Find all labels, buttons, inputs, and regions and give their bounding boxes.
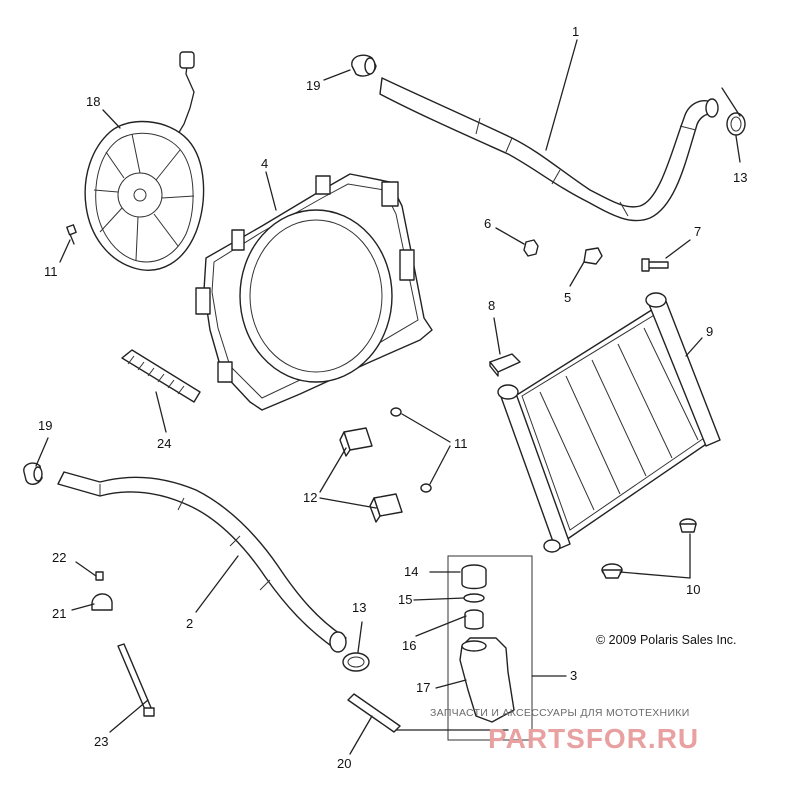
callout-1: 1 [572,24,579,39]
radiator [497,292,721,553]
bracket-12-lower [369,493,403,523]
mount-10-left [601,563,623,579]
callout-22: 22 [52,550,66,565]
overflow-tube-20 [347,693,401,733]
bolt-11-fan [66,224,77,245]
callout-12: 12 [303,490,317,505]
bolt-11-upper [390,407,402,417]
tie-strap-23 [117,643,155,717]
callout-19-lower: 19 [38,418,52,433]
callout-4: 4 [261,156,268,171]
callout-20: 20 [337,756,351,771]
fan-shroud [195,173,433,411]
callout-13-lower: 13 [352,600,366,615]
watermark: ЗАПЧАСТИ И АКСЕССУАРЫ ДЛЯ МОТОТЕХНИКИ PA… [430,707,699,754]
callout-21: 21 [52,606,66,621]
watermark-logo: PARTSFOR.RU [488,723,699,754]
callout-2: 2 [186,616,193,631]
cooling-fan [84,51,205,271]
mount-10-right [679,518,697,533]
bracket-12-upper [339,427,373,457]
callout-18: 18 [86,94,100,109]
callout-19-top: 19 [306,78,320,93]
callout-23: 23 [94,734,108,749]
callout-16: 16 [402,638,416,653]
copyright-notice: © 2009 Polaris Sales Inc. [596,633,737,647]
coolant-bottle-assembly [447,555,533,741]
callout-6: 6 [484,216,491,231]
callout-5: 5 [564,290,571,305]
callout-24: 24 [157,436,171,451]
lower-hose [57,471,347,653]
bolt-22 [95,571,104,581]
callout-11-right: 11 [454,436,468,451]
hose-clamp-13-lower [342,652,370,672]
leader-lines [35,39,741,755]
callout-8: 8 [488,298,495,313]
callout-7: 7 [694,224,701,239]
callout-10: 10 [686,582,700,597]
callout-13-top: 13 [733,170,747,185]
callout-15: 15 [398,592,412,607]
nut-6 [523,239,539,257]
bracket-8 [489,353,521,377]
bolt-7 [641,258,669,272]
watermark-tagline: ЗАПЧАСТИ И АКСЕССУАРЫ ДЛЯ МОТОТЕХНИКИ [430,707,690,719]
callout-17: 17 [416,680,430,695]
foam-tube [121,349,201,403]
callout-3: 3 [570,668,577,683]
callout-11-fan: 11 [44,264,58,279]
callout-numbers: 1 2 3 4 5 6 7 8 9 10 11 11 12 13 13 14 1… [38,24,747,771]
grommet-5 [583,247,603,265]
clip-21 [91,593,113,611]
bolt-11-lower [420,483,432,493]
upper-hose [379,77,719,222]
hose-clamp-13-top [726,112,746,136]
callout-14: 14 [404,564,418,579]
hose-clamp-19-top [351,54,377,77]
hose-clamp-19-lower [23,462,43,485]
callout-9: 9 [706,324,713,339]
